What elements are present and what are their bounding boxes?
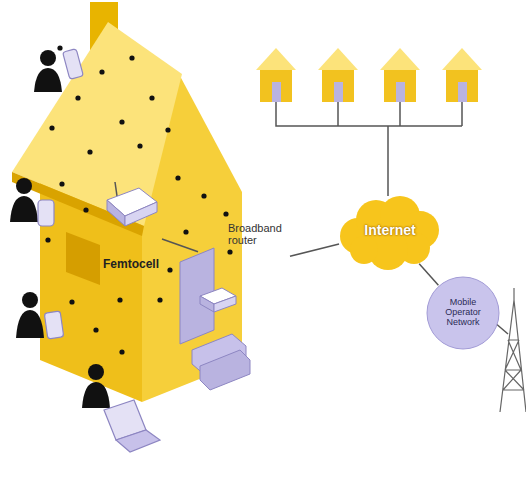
neighbour-houses [256,48,482,102]
node-label: Broadband router [228,222,288,246]
signal-dot [75,95,80,100]
laptop-base [116,430,160,452]
router-device [198,284,238,314]
node-label: Mobile Operator Network [433,298,493,328]
small-wall [446,70,478,102]
cell-tower [500,288,526,412]
small-roof [318,48,358,70]
small-house [442,48,482,102]
house [12,2,250,402]
signal-dot [83,207,88,212]
phone-device [63,49,84,80]
signal-dot [165,127,170,132]
house-wires [276,102,508,334]
signal-dot [87,149,92,154]
signal-dot [99,69,104,74]
small-door [272,82,281,102]
device-front [107,200,125,226]
small-roof [380,48,420,70]
small-wall [260,70,292,102]
person-head [40,50,56,66]
pda-device [38,200,54,226]
signal-dot [201,193,206,198]
small-door [458,82,467,102]
device-side [214,296,236,312]
device-front [200,296,214,312]
small-door [396,82,405,102]
signal-dot [49,125,54,130]
signal-dot [59,181,64,186]
person-head [22,292,38,308]
tower-lattice [500,300,526,412]
signal-dot [167,267,172,272]
signal-dot [157,297,162,302]
small-house [318,48,358,102]
small-door [334,82,343,102]
small-wall [322,70,354,102]
operator-circle: Mobile Operator Network [426,276,500,350]
femtocell-device [101,180,161,228]
femtocell-box: Femtocell [100,180,162,276]
signal-dot [175,175,180,180]
signal-dot [137,143,142,148]
node-label: Internet [364,223,415,238]
signal-dot [149,95,154,100]
signal-dot [57,45,62,50]
signal-dot [69,299,74,304]
small-wall [384,70,416,102]
tower-mast [513,288,514,300]
node-label: Femtocell [103,258,159,271]
signal-dots [45,45,232,354]
small-roof [256,48,296,70]
people [10,50,110,408]
router-box: Broadband router [198,222,290,314]
signal-dot [117,297,122,302]
network-link [290,244,339,256]
signal-dot [119,349,124,354]
network-link [419,264,438,286]
devices [38,49,160,452]
internet-cloud: Internet [336,192,444,270]
small-house [380,48,420,102]
signal-dot [45,237,50,242]
signal-dot [129,55,134,60]
signal-dot [227,249,232,254]
device-side [125,202,157,226]
person-body [34,68,62,92]
small-roof [442,48,482,70]
signal-dot [223,211,228,216]
house-window [66,232,100,285]
person-head [88,364,104,380]
person-body [16,310,44,338]
person-body [82,382,110,408]
spacer [198,246,290,284]
signal-dot [119,119,124,124]
person-head [16,178,32,194]
person-body [10,196,38,222]
antenna [115,182,117,196]
signal-dot [93,327,98,332]
small-house [256,48,296,102]
cloud-puff [350,236,378,264]
operator-disc [427,277,499,349]
house-roof [12,22,182,226]
pda-device [44,311,63,339]
signal-dot [183,229,188,234]
house-steps [200,350,250,390]
network-link [162,239,198,252]
bus-wire [276,102,462,196]
